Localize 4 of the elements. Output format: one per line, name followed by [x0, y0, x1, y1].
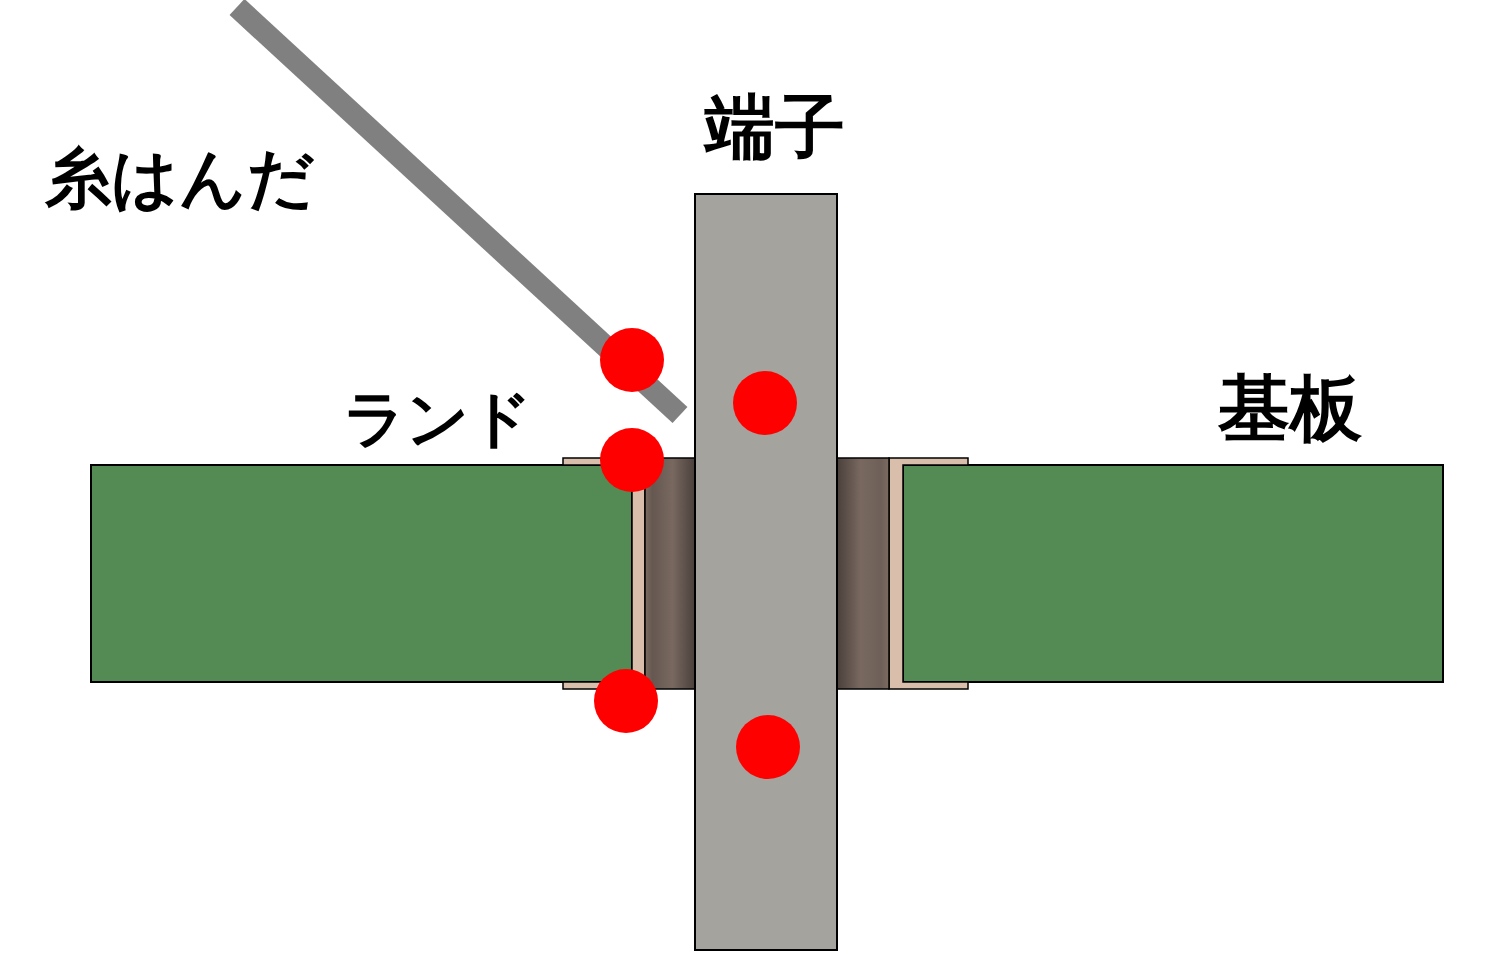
part-label: 糸はんだ: [45, 146, 315, 212]
part-label: ランド: [343, 388, 532, 450]
part-label: 端子: [705, 92, 845, 162]
part-label: 基板: [1218, 372, 1362, 444]
